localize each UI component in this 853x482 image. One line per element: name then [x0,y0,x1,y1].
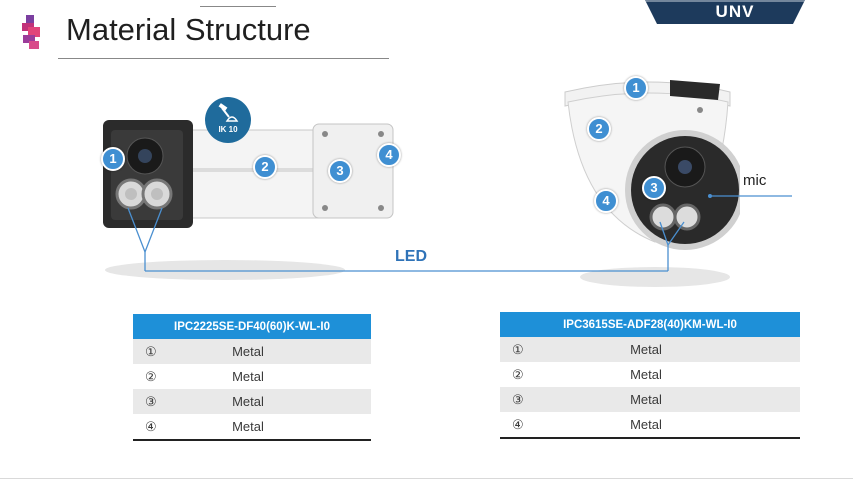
led-connector-lines [127,194,792,272]
row-index: ④ [133,414,185,441]
row-index: ③ [133,389,185,414]
row-index: ① [500,337,552,362]
brand-logo: UNV [715,2,755,21]
row-material: Metal [552,337,800,362]
bullet-marker-3: 3 [328,159,352,183]
row-index: ② [512,366,524,382]
row-material: Metal [552,412,800,439]
dome-marker-3: 3 [642,176,666,200]
row-material: Metal [630,367,662,382]
dome-marker-1: 1 [624,76,648,100]
bullet-marker-2: 2 [253,155,277,179]
dome-camera-illustration [564,80,740,287]
row-index: ② [145,368,157,384]
dome-marker-2: 2 [587,117,611,141]
page-title: Material Structure [66,12,311,47]
ik-rating-badge: IK 10 [205,97,251,143]
mic-label: mic [743,172,767,189]
table-header-model: IPC2225SE-DF40(60)K-WL-I0 [133,314,371,339]
title-overline [200,6,276,7]
logo-mark-icon [22,15,40,49]
title-underline [58,58,389,59]
row-index: ① [133,339,185,364]
row-material: Metal [232,369,264,384]
table-header-model: IPC3615SE-ADF28(40)KM-WL-I0 [500,312,800,337]
row-index: ④ [500,412,552,439]
bullet-camera-illustration [103,120,394,280]
row-material: Metal [185,389,371,414]
brand-tab-icon [645,0,805,24]
row-material: Metal [185,414,371,441]
dome-marker-4: 4 [594,189,618,213]
bullet-marker-4: 4 [377,143,401,167]
bullet-marker-1: 1 [101,147,125,171]
footer-divider [0,478,853,479]
row-material: Metal [552,387,800,412]
led-label: LED [395,248,427,265]
row-material: Metal [185,339,371,364]
row-index: ③ [500,387,552,412]
ik-rating-label: IK 10 [218,125,238,134]
hammer-icon [218,103,239,122]
